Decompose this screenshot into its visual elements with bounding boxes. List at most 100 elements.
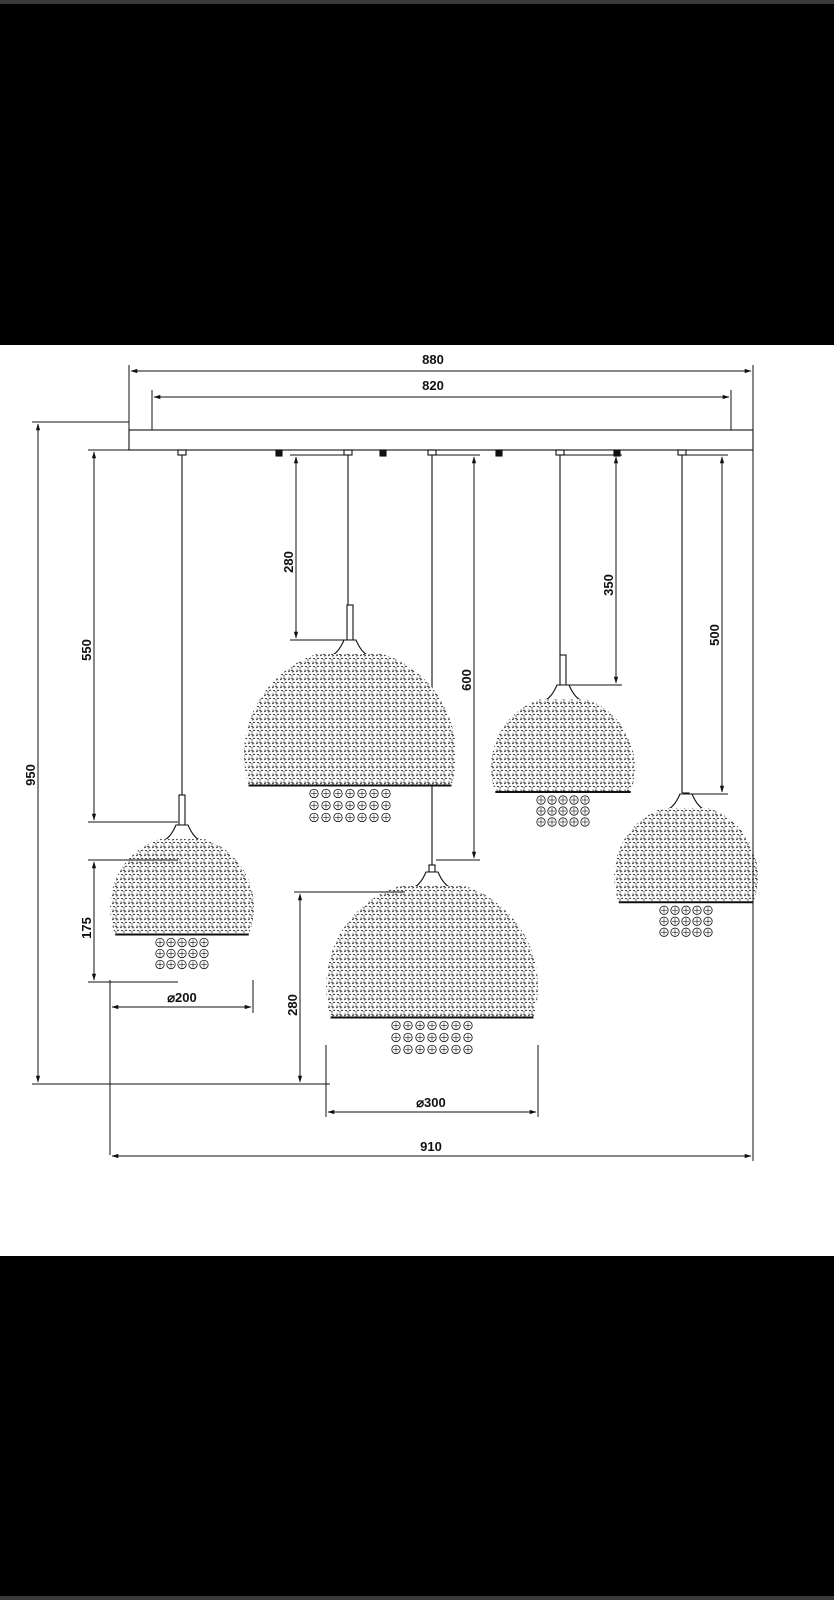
crystal xyxy=(321,812,331,823)
rosette xyxy=(427,449,437,456)
crystal xyxy=(681,916,691,926)
crystal xyxy=(439,1044,449,1055)
crystal xyxy=(321,788,331,799)
pendant-large-center xyxy=(326,864,538,1055)
crystal xyxy=(463,1032,473,1043)
neck-cap xyxy=(161,824,203,842)
crystal xyxy=(439,1032,449,1043)
crystal xyxy=(569,795,579,805)
crystal xyxy=(155,948,165,959)
neck-cap xyxy=(329,639,371,657)
bottom-edge xyxy=(0,1596,834,1600)
crystal xyxy=(692,927,702,937)
neck-cap xyxy=(665,793,707,811)
crystal xyxy=(681,927,691,937)
neck-cap xyxy=(542,684,584,702)
crystal xyxy=(403,1032,413,1043)
label-200: ⌀200 xyxy=(167,990,197,1005)
crystal xyxy=(357,788,367,799)
crystal xyxy=(580,817,590,827)
clamp xyxy=(495,449,503,457)
crystal xyxy=(188,959,198,970)
crystal xyxy=(345,812,355,823)
crystal xyxy=(659,927,669,937)
crystal xyxy=(536,817,546,827)
crystal xyxy=(547,795,557,805)
crystal xyxy=(369,800,379,811)
crystal xyxy=(659,916,669,926)
crystal xyxy=(155,937,165,948)
crystal xyxy=(199,948,209,959)
label-350: 350 xyxy=(601,574,616,596)
label-175: 175 xyxy=(79,917,94,939)
crystal xyxy=(357,812,367,823)
clamp xyxy=(275,449,283,457)
crystal xyxy=(391,1020,401,1031)
crystal xyxy=(415,1020,425,1031)
rosette xyxy=(343,449,353,456)
label-820: 820 xyxy=(422,378,444,393)
crystal xyxy=(321,800,331,811)
crystal xyxy=(188,937,198,948)
crystal xyxy=(670,927,680,937)
crystal xyxy=(670,916,680,926)
rosette xyxy=(555,449,565,456)
crystal xyxy=(369,788,379,799)
pendant-small-right xyxy=(614,792,758,937)
crystal xyxy=(309,788,319,799)
crystal xyxy=(345,788,355,799)
crystal xyxy=(536,806,546,816)
crystal xyxy=(166,959,176,970)
crystal xyxy=(381,788,391,799)
crystal xyxy=(199,959,209,970)
clamp xyxy=(613,449,621,457)
top-black-band xyxy=(0,0,834,345)
crystal xyxy=(703,916,713,926)
crystal xyxy=(463,1044,473,1055)
crystal xyxy=(703,905,713,915)
label-280-drop: 280 xyxy=(281,551,296,573)
crystal xyxy=(403,1020,413,1031)
label-880: 880 xyxy=(422,352,444,367)
technical-drawing: 880 820 950 550 280 600 350 500 175 ⌀200… xyxy=(23,352,758,1161)
label-500: 500 xyxy=(707,624,722,646)
crystal xyxy=(580,806,590,816)
pendant-large-center-left xyxy=(244,604,456,823)
crystal xyxy=(166,948,176,959)
crystal xyxy=(415,1032,425,1043)
bottom-black-band xyxy=(0,1256,834,1600)
crystal xyxy=(439,1020,449,1031)
crystal xyxy=(369,812,379,823)
rosette xyxy=(177,449,187,456)
crystal xyxy=(670,905,680,915)
label-600: 600 xyxy=(459,669,474,691)
crystal xyxy=(427,1020,437,1031)
stem xyxy=(178,794,186,826)
crystal xyxy=(427,1032,437,1043)
crystal xyxy=(177,937,187,948)
label-280-shade: 280 xyxy=(285,994,300,1016)
crystal xyxy=(166,937,176,948)
clamp xyxy=(379,449,387,457)
crystal xyxy=(558,817,568,827)
crystal xyxy=(558,795,568,805)
crystal xyxy=(692,905,702,915)
crystal xyxy=(463,1020,473,1031)
crystal xyxy=(569,817,579,827)
top-edge xyxy=(0,0,834,4)
crystal xyxy=(381,800,391,811)
neck-cap xyxy=(411,871,453,889)
crystal xyxy=(333,812,343,823)
stem xyxy=(346,604,354,641)
label-910: 910 xyxy=(420,1139,442,1154)
rosette xyxy=(677,449,687,456)
crystal xyxy=(177,948,187,959)
crystal xyxy=(451,1032,461,1043)
label-950: 950 xyxy=(23,764,38,786)
crystal xyxy=(451,1020,461,1031)
stem xyxy=(559,654,567,686)
crystal xyxy=(345,800,355,811)
label-300: ⌀300 xyxy=(416,1095,446,1110)
crystal xyxy=(659,905,669,915)
crystal xyxy=(333,800,343,811)
